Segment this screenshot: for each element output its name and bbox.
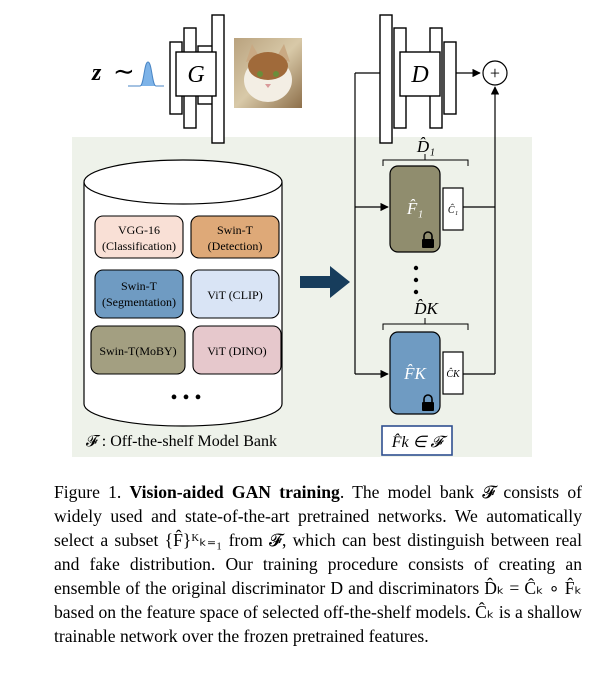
d1-brace [382,154,469,166]
selection-arrow [300,266,350,298]
ck-label: ĈK [446,368,461,380]
caption-prefix: Figure 1. [54,482,130,502]
generated-cat-image [234,38,302,108]
sum-symbol: + [490,63,500,83]
figure: z ∼ G D + [72,14,532,457]
model-box-3-line1: Swin-T [121,279,158,293]
model-box-5: Swin-T(MoBY) [90,325,186,375]
noise-tilde: ∼ [113,57,135,86]
model-box-1-line1: VGG-16 [118,223,160,237]
fk-lock-icon [422,394,434,411]
f1-block [389,165,441,253]
discriminator-label: D [410,62,428,88]
f1-lock-icon [422,231,434,248]
fk-in-bank-label: F̂k ∈ 𝓕 [391,432,449,451]
model-box-1-line2: (Classification) [102,239,176,253]
f1-label: F̂₁ [406,199,423,218]
dk-label: D̂K [413,299,439,318]
d1-label: D̂₁ [416,137,435,156]
model-box-2: Swin-T (Detection) [190,215,280,259]
c1-block [442,187,464,231]
model-box-6-line1: ViT (DINO) [207,344,266,358]
noise-z-label: z [91,60,102,86]
figure-caption: Figure 1. Vision-aided GAN training. The… [54,480,582,648]
model-box-5-line1: Swin-T(MoBY) [99,344,176,358]
fk-in-bank-box [381,425,453,456]
model-box-3: Swin-T (Segmentation) [94,269,184,319]
generator-label: G [187,62,204,88]
discriminator-block: D [379,14,457,144]
generator-block: G [169,14,225,144]
dk-brace [382,318,469,330]
connector-lines [354,68,500,379]
vertical-dots [413,265,419,295]
bank-ellipsis: • • • [170,387,201,409]
model-box-4-line1: ViT (CLIP) [207,288,262,302]
sum-node [482,60,508,86]
model-box-2-line2: (Detection) [208,239,263,253]
gaussian-icon [128,61,164,87]
caption-title: Vision-aided GAN training [129,482,340,502]
model-box-1: VGG-16 (Classification) [94,215,184,259]
fk-block [389,331,441,415]
c1-label: Ĉ₁ [448,204,458,216]
model-box-2-line1: Swin-T [217,223,254,237]
ck-block [442,351,464,395]
model-box-6: ViT (DINO) [192,325,282,375]
fk-label: F̂K [403,364,427,383]
model-box-3-line2: (Segmentation) [102,295,176,309]
model-box-4: ViT (CLIP) [190,269,280,319]
caption-text: . The model bank 𝓕 con­sists of widely u… [54,482,582,646]
bank-caption: 𝓕 : Off-the-shelf Model Bank [86,433,277,450]
